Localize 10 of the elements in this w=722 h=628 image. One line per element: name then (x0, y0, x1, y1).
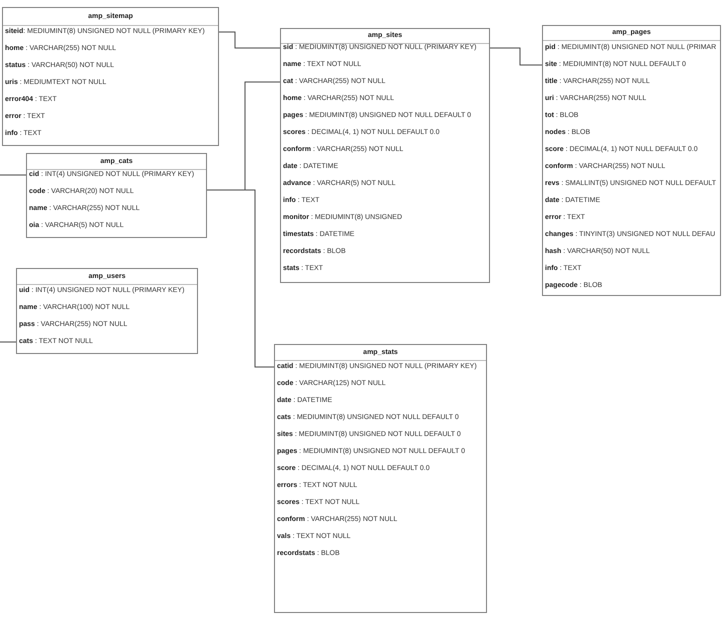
table-box (274, 344, 487, 613)
connector-line (206, 190, 274, 368)
table-box (16, 268, 198, 354)
table-box (280, 28, 490, 283)
table-box (26, 153, 207, 238)
connector-line (490, 48, 542, 66)
connector-line (218, 32, 280, 48)
table-box (2, 7, 219, 146)
table-box (542, 25, 721, 296)
connector-line (0, 174, 26, 176)
